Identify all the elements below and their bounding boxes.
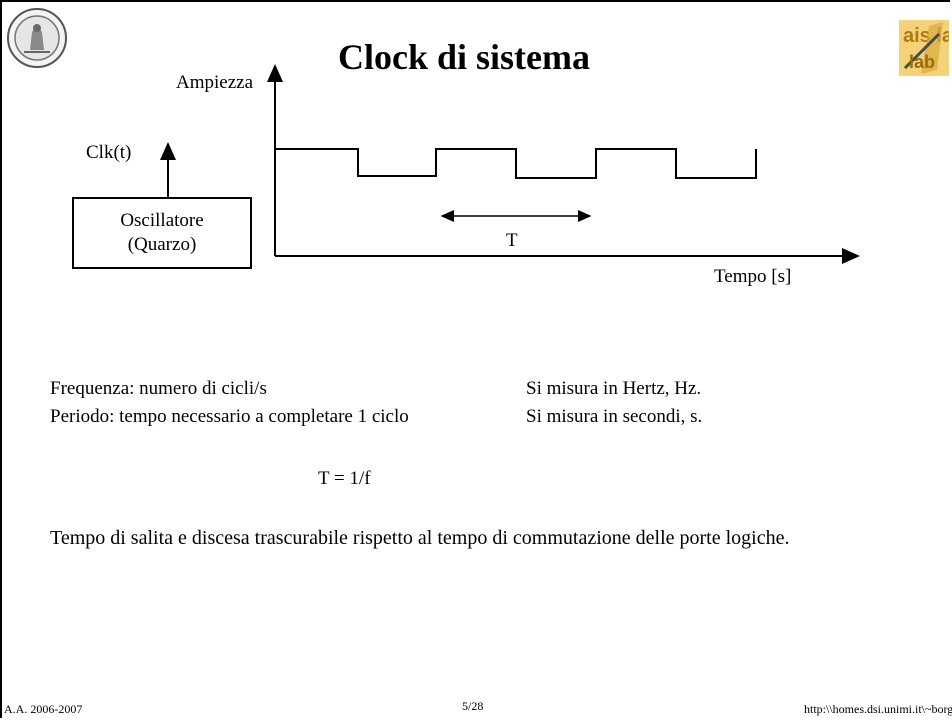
ais-lab-logo: ais lab lab <box>899 20 949 76</box>
period-label: T <box>506 230 518 251</box>
footer-year: A.A. 2006-2007 <box>4 702 83 716</box>
x-axis-label: Tempo [s] <box>714 266 792 287</box>
frequency-unit: Si misura in Hertz, Hz. <box>526 378 702 399</box>
oscillator-box: Oscillatore (Quarzo) <box>72 197 252 269</box>
period-formula: T = 1/f <box>318 468 371 489</box>
oscillator-label-line1: Oscillatore <box>120 210 204 231</box>
rise-fall-note: Tempo di salita e discesa trascurabile r… <box>50 527 790 549</box>
period-definition: Periodo: tempo necessario a completare 1… <box>50 406 409 427</box>
y-axis-label: Ampiezza <box>176 72 254 93</box>
oscillator-label-line2: (Quarzo) <box>127 234 197 255</box>
svg-text:lab: lab <box>909 52 935 72</box>
frequency-definition: Frequenza: numero di cicli/s <box>50 378 267 399</box>
university-seal-logo <box>7 8 67 68</box>
clock-square-wave <box>275 148 757 179</box>
footer-url: http:\\homes.dsi.unimi.it\~borghese <box>804 702 952 716</box>
period-unit: Si misura in secondi, s. <box>526 406 703 427</box>
footer-page-number: 5/28 <box>462 699 484 713</box>
slide-title: Clock di sistema <box>338 37 590 77</box>
clk-signal-label: Clk(t) <box>86 142 132 163</box>
